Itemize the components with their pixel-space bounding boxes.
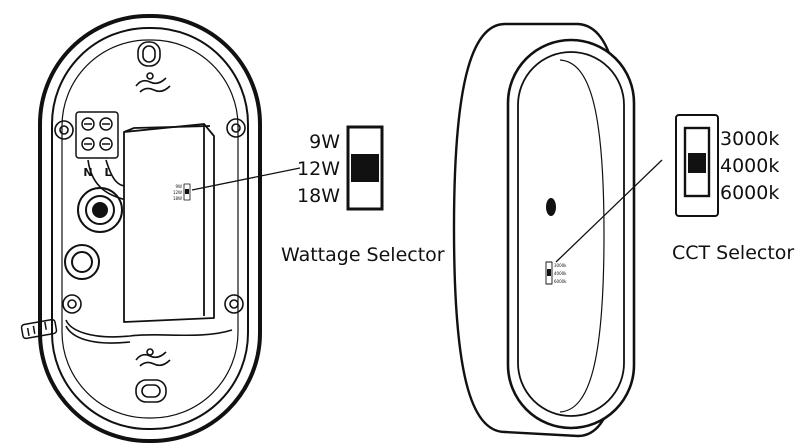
cable-gland	[77, 187, 123, 233]
cct-option-6000k: 6000k	[720, 182, 779, 204]
wattage-option-12w: 12W	[297, 158, 340, 180]
sensor-hole	[546, 198, 556, 216]
driver-box	[123, 123, 215, 323]
wattage-selector-title: Wattage Selector	[281, 244, 445, 266]
cct-selector-title: CCT Selector	[672, 242, 794, 264]
cct-option-4000k: 4000k	[720, 155, 779, 177]
driver-switch-text-18w: 18W	[173, 196, 182, 201]
wire-connector	[20, 318, 58, 340]
bottom-mount-slot	[135, 348, 171, 403]
screw-bosses	[54, 118, 246, 314]
fixture-side-view	[452, 22, 636, 438]
driver-switch-text-12w: 12W	[173, 190, 182, 195]
fixture-front-rim	[506, 38, 636, 430]
cct-switch-text-6000k: 6000k	[554, 279, 567, 284]
fixture-diffuser	[517, 51, 625, 417]
wattage-switch-knob	[351, 154, 379, 182]
cct-switch-text-3000k: 3000k	[554, 263, 567, 268]
wattage-option-9w: 9W	[309, 131, 340, 153]
base-tray	[61, 39, 239, 419]
driver-dip-switch	[183, 183, 191, 201]
base-inner-rim	[51, 27, 249, 430]
wires	[65, 159, 233, 344]
top-mount-slot	[135, 41, 171, 93]
base-outer-shell	[38, 14, 262, 443]
cct-switch-text-4000k: 4000k	[554, 271, 567, 276]
terminal-label-l: L	[104, 166, 111, 179]
wattage-option-18w: 18W	[297, 185, 340, 207]
fixture-base	[20, 14, 262, 443]
cct-option-3000k: 3000k	[720, 128, 779, 150]
wattage-callout-line	[191, 167, 301, 191]
diffuser-edge	[559, 59, 605, 413]
cct-selector: 3000k 4000k 6000k CCT Selector	[672, 114, 794, 264]
wattage-selector: 9W 12W 18W Wattage Selector	[281, 125, 445, 266]
knockout	[64, 244, 100, 280]
driver-switch-text-9w: 9W	[176, 184, 183, 189]
terminal-label-n: N	[83, 166, 92, 179]
cct-callout-line	[555, 159, 663, 263]
terminal-block	[75, 111, 119, 159]
cct-switch-knob	[688, 153, 706, 173]
